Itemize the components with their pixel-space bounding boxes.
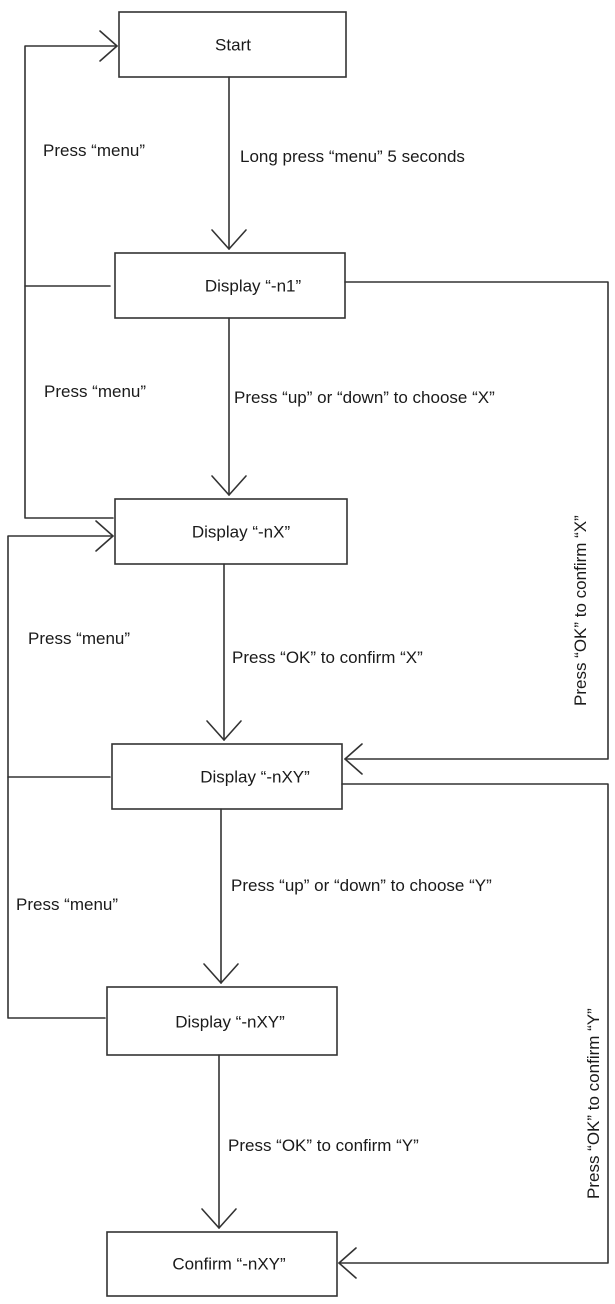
edge-menu-back-3-label: Press “menu” bbox=[28, 629, 130, 648]
node-display-nxy-1-label: Display “-nXY” bbox=[200, 767, 310, 786]
edge-ok-shortcut-n1-to-nxy1 bbox=[344, 281, 609, 775]
edge-start-to-n1 bbox=[211, 76, 247, 250]
edge-nxy1-to-nxy2 bbox=[203, 808, 239, 984]
node-display-n1-label: Display “-n1” bbox=[205, 276, 302, 295]
node-display-nxy-1: Display “-nXY” bbox=[111, 743, 343, 810]
edge-side-ok-confirm-y-label: Press “OK” to confirm “Y” bbox=[584, 1008, 603, 1199]
edge-menu-loop-n1-to-start bbox=[24, 30, 118, 287]
edge-ok-confirm-x-label: Press “OK” to confirm “X” bbox=[232, 648, 423, 667]
edge-menu-back-2-label: Press “menu” bbox=[44, 382, 146, 401]
edge-long-press-menu-label: Long press “menu” 5 seconds bbox=[240, 147, 465, 166]
edge-n1-to-nx bbox=[211, 317, 247, 496]
edge-menu-back-1-label: Press “menu” bbox=[43, 141, 145, 160]
edge-side-ok-confirm-x-label: Press “OK” to confirm “X” bbox=[571, 515, 590, 706]
node-display-nxy-2: Display “-nXY” bbox=[106, 986, 338, 1056]
edge-nx-to-nxy1 bbox=[206, 563, 242, 741]
edge-menu-loop-nxy1-to-nx bbox=[7, 520, 114, 778]
edge-nxy2-to-confirm bbox=[201, 1054, 237, 1229]
node-display-nxy-2-label: Display “-nXY” bbox=[175, 1012, 285, 1031]
edge-menu-loop-nx-to-start bbox=[24, 285, 114, 519]
node-start-label: Start bbox=[215, 35, 251, 54]
node-display-n1: Display “-n1” bbox=[114, 252, 346, 319]
node-display-nx: Display “-nX” bbox=[114, 498, 348, 565]
edge-choose-x-label: Press “up” or “down” to choose “X” bbox=[234, 388, 495, 407]
edge-ok-shortcut-nxy1-to-confirm bbox=[338, 783, 609, 1279]
node-start: Start bbox=[118, 11, 347, 78]
edge-choose-y-label: Press “up” or “down” to choose “Y” bbox=[231, 876, 492, 895]
node-confirm-nxy-label: Confirm “-nXY” bbox=[172, 1254, 286, 1273]
edge-menu-back-4-label: Press “menu” bbox=[16, 895, 118, 914]
node-confirm-nxy: Confirm “-nXY” bbox=[106, 1231, 338, 1297]
edge-menu-loop-nxy2-to-nx bbox=[7, 776, 106, 1019]
edge-ok-confirm-y-label: Press “OK” to confirm “Y” bbox=[228, 1136, 419, 1155]
node-display-nx-label: Display “-nX” bbox=[192, 522, 291, 541]
